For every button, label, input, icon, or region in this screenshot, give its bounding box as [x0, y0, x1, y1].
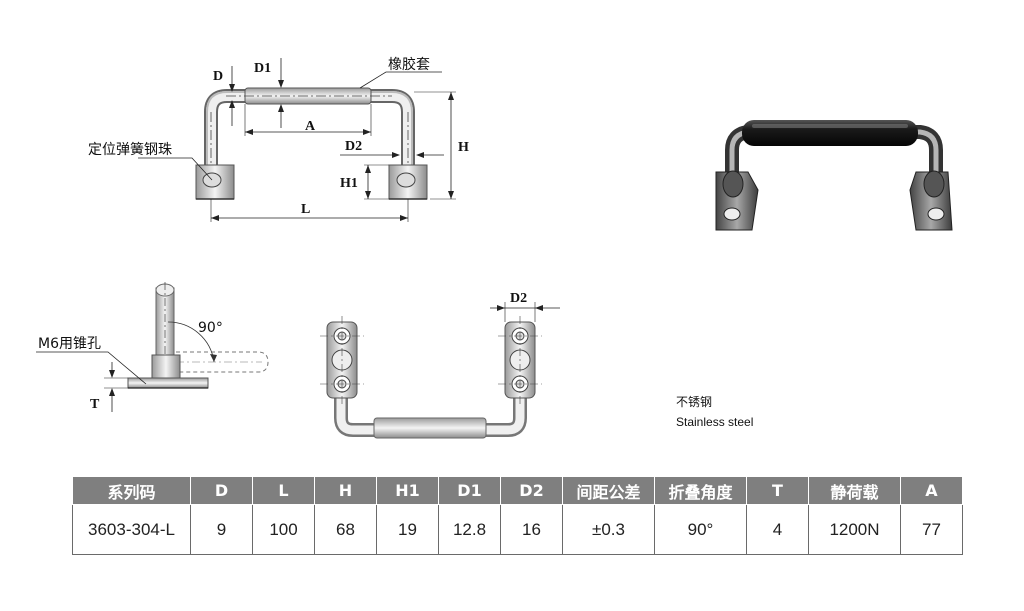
cell-static-load: 1200N [808, 504, 901, 555]
label-l: L [301, 202, 310, 217]
label-m6-hole: M6用锥孔 [38, 336, 101, 352]
cell-a: 77 [900, 504, 963, 555]
header-spacing-tolerance: 间距公差 [562, 476, 655, 505]
cell-l: 100 [252, 504, 315, 555]
technical-drawing: D D1 橡胶套 A D2 H H1 L 定位弹簧钢珠 [36, 56, 953, 439]
header-l: L [252, 476, 315, 505]
label-rubber-sleeve: 橡胶套 [388, 56, 430, 73]
label-positioning-ball: 定位弹簧钢珠 [88, 142, 172, 158]
header-static-load: 静荷载 [808, 476, 901, 505]
side-view: 90° M6用锥孔 T [36, 282, 269, 412]
cell-d2: 16 [500, 504, 563, 555]
label-d: D [213, 69, 223, 84]
cell-d: 9 [190, 504, 253, 555]
header-d1: D1 [438, 476, 501, 505]
label-d2: D2 [345, 139, 362, 154]
cell-spacing-tolerance: ±0.3 [562, 504, 655, 555]
header-d: D [190, 476, 253, 505]
cell-series-code: 3603-304-L [72, 504, 191, 555]
table-row: 3603-304-L 9 100 68 19 12.8 16 ±0.3 90° … [72, 504, 963, 555]
material-en: Stainless steel [676, 415, 754, 429]
label-h: H [458, 140, 469, 155]
material-cn: 不锈钢 [676, 395, 713, 409]
label-angle: 90° [198, 320, 223, 336]
header-a: A [900, 476, 963, 505]
cell-d1: 12.8 [438, 504, 501, 555]
label-d2-top: D2 [510, 291, 527, 306]
header-t: T [746, 476, 809, 505]
product-photo [715, 120, 953, 231]
label-t: T [90, 397, 100, 412]
header-d2: D2 [500, 476, 563, 505]
header-h: H [314, 476, 377, 505]
front-view: D D1 橡胶套 A D2 H H1 L 定位弹簧钢珠 [88, 56, 469, 222]
photo-grip [742, 120, 918, 146]
label-a: A [305, 119, 316, 134]
label-d1: D1 [254, 61, 271, 76]
header-fold-angle: 折叠角度 [654, 476, 747, 505]
material-note: 不锈钢 Stainless steel [676, 392, 753, 432]
header-h1: H1 [376, 476, 439, 505]
cell-h1: 19 [376, 504, 439, 555]
cell-t: 4 [746, 504, 809, 555]
top-view: D2 [320, 291, 560, 439]
cell-fold-angle: 90° [654, 504, 747, 555]
spec-header-row: 系列码 D L H H1 D1 D2 间距公差 折叠角度 T 静荷载 A [72, 476, 963, 505]
cell-h: 68 [314, 504, 377, 555]
label-h1: H1 [340, 176, 358, 191]
header-series-code: 系列码 [72, 476, 191, 505]
spec-table: 系列码 D L H H1 D1 D2 间距公差 折叠角度 T 静荷载 A 360… [72, 476, 963, 555]
